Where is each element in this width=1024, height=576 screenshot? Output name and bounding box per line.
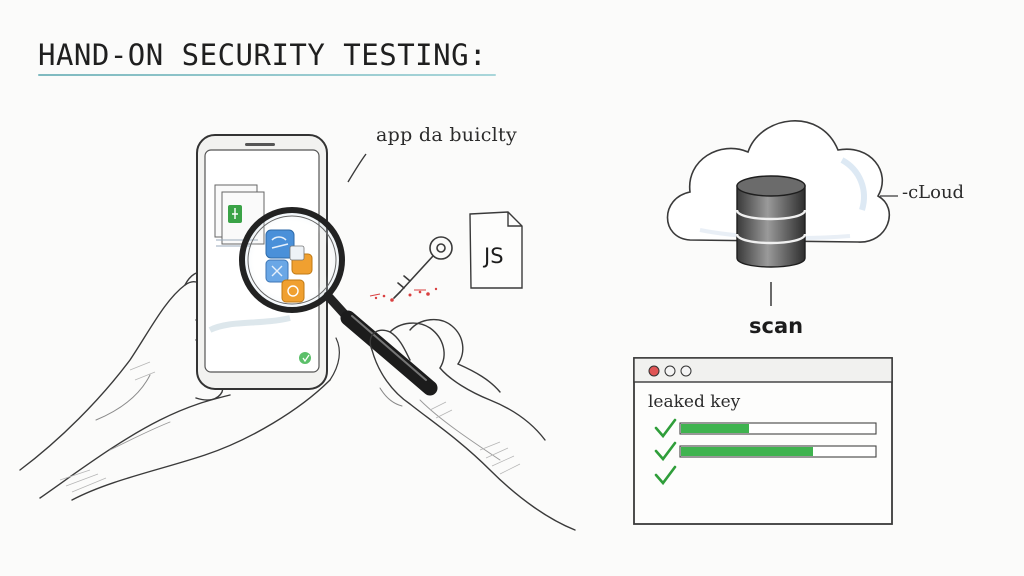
scan-label: scan bbox=[749, 314, 804, 338]
database-icon bbox=[735, 175, 807, 268]
js-file-label: JS bbox=[484, 244, 504, 268]
magnifier-icon bbox=[239, 207, 438, 396]
scan-window bbox=[633, 357, 893, 525]
progress-track bbox=[679, 422, 877, 435]
document-icon bbox=[214, 184, 265, 247]
right-hand-icon bbox=[369, 319, 576, 531]
leak-particles bbox=[369, 287, 438, 302]
progress-fill bbox=[681, 424, 749, 433]
minimize-dot bbox=[664, 365, 676, 377]
page-title: HAND-ON SECURITY TESTING: bbox=[38, 38, 487, 72]
checkmark-icon bbox=[654, 418, 677, 439]
right-hand-shading bbox=[429, 401, 521, 475]
leaked-key-label: leaked key bbox=[648, 392, 741, 412]
checkmark-icon bbox=[654, 465, 677, 486]
cloud-annotation: -cLoud bbox=[902, 182, 965, 203]
progress-fill bbox=[681, 447, 813, 456]
js-file-icon bbox=[469, 211, 523, 289]
title-underline bbox=[38, 74, 496, 76]
app-status-dot bbox=[299, 352, 311, 364]
app-annotation-pointer bbox=[347, 153, 367, 183]
checkmark-icon bbox=[654, 441, 677, 462]
left-hand-shading bbox=[59, 361, 156, 493]
close-dot bbox=[648, 365, 660, 377]
app-annotation: app da buiclty bbox=[376, 124, 517, 146]
key-icon bbox=[393, 236, 453, 299]
maximize-dot bbox=[680, 365, 692, 377]
